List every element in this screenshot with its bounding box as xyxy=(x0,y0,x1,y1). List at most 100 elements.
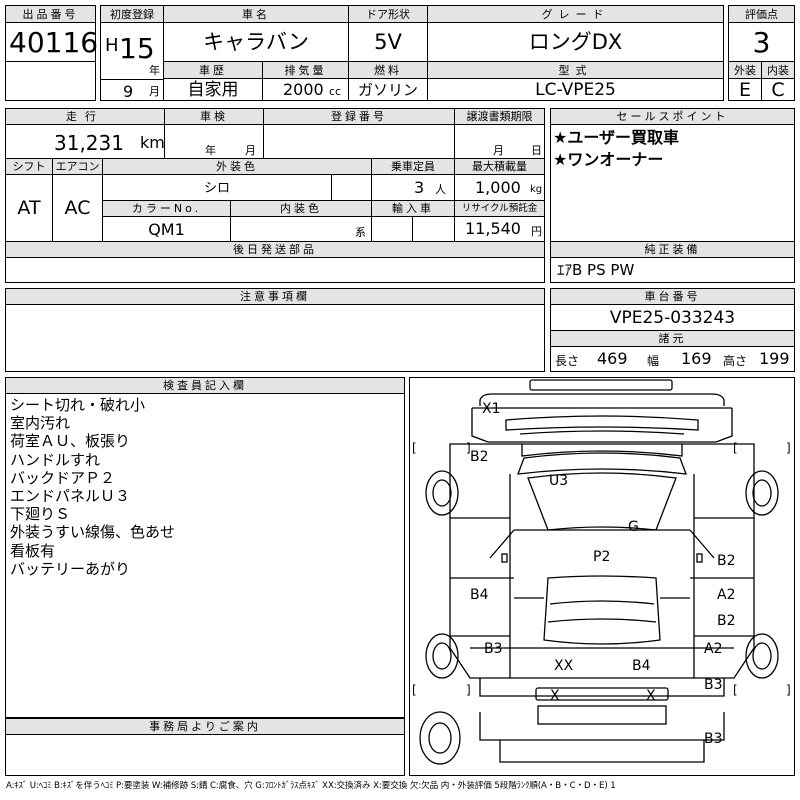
equipment-header: 純正装備 xyxy=(550,241,795,258)
shift: AT xyxy=(17,197,41,219)
office-notice-cell xyxy=(5,734,405,776)
aircon: AC xyxy=(64,197,91,219)
registration-number-header: 登録番号 xyxy=(263,108,455,125)
capacity-header: 乗車定員 xyxy=(371,158,455,175)
history-header: 車歴 xyxy=(163,61,263,79)
damage-mark: U3 xyxy=(549,473,569,489)
damage-mark: B3 xyxy=(704,731,723,747)
lot-number-header: 出品番号 xyxy=(5,5,96,23)
recycle-cell: 11,540 円 xyxy=(454,216,545,242)
interior-grade-cell: C xyxy=(761,78,795,101)
fuel-header: 燃料 xyxy=(348,61,428,79)
dimensions-header: 諸元 xyxy=(550,330,795,347)
import-cell-b xyxy=(412,216,455,242)
length: 469 xyxy=(597,349,628,368)
grade: ロングDX xyxy=(528,30,623,54)
bracket-close: ] xyxy=(786,441,791,455)
office-notice-header: 事務局よりご案内 xyxy=(5,718,405,735)
later-parts-header: 後日発送部品 xyxy=(5,241,545,258)
interior-header: 内装 xyxy=(761,61,795,79)
fuel-cell: ガソリン xyxy=(348,78,428,101)
displacement-cell: 2000 cc xyxy=(262,78,349,101)
bracket-close: ] xyxy=(786,683,791,697)
car-name: キャラバン xyxy=(203,30,309,54)
door-header: ドア形状 xyxy=(348,5,428,23)
capacity: 3 xyxy=(414,178,425,197)
registration-number-cell xyxy=(263,124,455,159)
exterior-color-extra xyxy=(331,174,372,201)
exterior-grade-cell: E xyxy=(728,78,762,101)
inspection-cell: 年 月 xyxy=(164,124,264,159)
recycle-fee: 11,540 xyxy=(465,219,521,238)
first-registration-header: 初度登録 xyxy=(100,5,164,23)
import-cell-a xyxy=(371,216,413,242)
max-load-header: 最大積載量 xyxy=(454,158,545,175)
mileage: 31,231 xyxy=(54,131,124,155)
capacity-cell: 3 人 xyxy=(371,174,455,201)
inspector-note: シート切れ・破れ小 xyxy=(10,396,146,414)
inspector-note: バックドアＰ２ xyxy=(10,468,116,487)
damage-mark: XX xyxy=(554,658,574,674)
notes-header: 注意事項欄 xyxy=(5,288,545,305)
shift-cell: AT xyxy=(5,174,53,242)
registration-month: 9 xyxy=(123,82,134,101)
bracket-open: [ xyxy=(412,683,417,697)
damage-diagram: [ ] [ ] [ ] [ ] X1 B2 U3 G P2 B2 B4 A2 B… xyxy=(409,377,795,776)
damage-mark: G xyxy=(628,519,639,535)
color-number: QM1 xyxy=(148,220,185,239)
sales-points-cell: ★ユーザー買取車 ★ワンオーナー xyxy=(550,124,795,242)
exterior-color-header: 外装色 xyxy=(102,158,372,175)
inspector-note: 荷室ＡＵ、板張り xyxy=(10,432,131,451)
model-header: 型式 xyxy=(427,61,724,79)
bracket-open: [ xyxy=(412,441,417,455)
lot-number: 40116 xyxy=(9,26,99,59)
dimensions-cell: 長さ 469 幅 169 高さ 199 xyxy=(550,346,795,372)
notes-cell xyxy=(5,304,545,372)
mileage-cell: 31,231 km xyxy=(5,124,165,159)
exterior-header: 外装 xyxy=(728,61,762,79)
inspector-notes-header: 検査員記入欄 xyxy=(5,377,405,394)
damage-mark: P2 xyxy=(593,549,611,565)
grade-cell: ロングDX xyxy=(427,22,724,62)
inspection-header: 車検 xyxy=(164,108,264,125)
transfer-deadline-cell: 月 日 xyxy=(454,124,545,159)
car-outline xyxy=(419,379,779,765)
width: 169 xyxy=(681,349,712,368)
damage-mark: A2 xyxy=(704,641,723,657)
history-cell: 自家用 xyxy=(163,78,263,101)
chassis-header: 車台番号 xyxy=(550,288,795,305)
max-load: 1,000 xyxy=(475,178,521,197)
door-cell: 5V xyxy=(348,22,428,62)
damage-mark: X xyxy=(550,688,560,704)
registration-year: 15 xyxy=(119,32,155,65)
sales-points-header: セールスポイント xyxy=(550,108,795,125)
model-cell: LC-VPE25 xyxy=(427,78,724,101)
bracket-open: [ xyxy=(733,441,738,455)
transfer-deadline-header: 譲渡書類期限 xyxy=(454,108,545,125)
bracket-close: ] xyxy=(466,441,471,455)
score-header: 評価点 xyxy=(728,5,795,23)
car-name-header: 車名 xyxy=(163,5,349,23)
door-type: 5V xyxy=(374,30,402,54)
interior-grade: C xyxy=(771,79,785,101)
import-header: 輸入車 xyxy=(371,200,455,217)
equipment: ｴｱB PS PW xyxy=(557,261,635,279)
score-cell: 3 xyxy=(728,22,795,62)
damage-mark: A2 xyxy=(717,587,736,603)
bracket-open: [ xyxy=(733,683,738,697)
bracket-close: ] xyxy=(466,683,471,697)
displacement-header: 排気量 xyxy=(262,61,349,79)
color-number-cell: QM1 xyxy=(102,216,231,242)
fuel: ガソリン xyxy=(357,81,418,99)
grade-header: グレード xyxy=(427,5,724,23)
height: 199 xyxy=(759,349,790,368)
damage-mark: B2 xyxy=(717,613,736,629)
sales-point-1: ★ユーザー買取車 xyxy=(553,128,680,147)
damage-mark: B2 xyxy=(717,553,736,569)
mileage-header: 走行 xyxy=(5,108,165,125)
damage-mark: B4 xyxy=(470,587,489,603)
model-code: LC-VPE25 xyxy=(535,80,616,100)
interior-color-header: 内装色 xyxy=(230,200,372,217)
inspector-note: 下廻りＳ xyxy=(10,505,71,524)
first-registration-month-cell: 9 月 xyxy=(100,79,164,101)
